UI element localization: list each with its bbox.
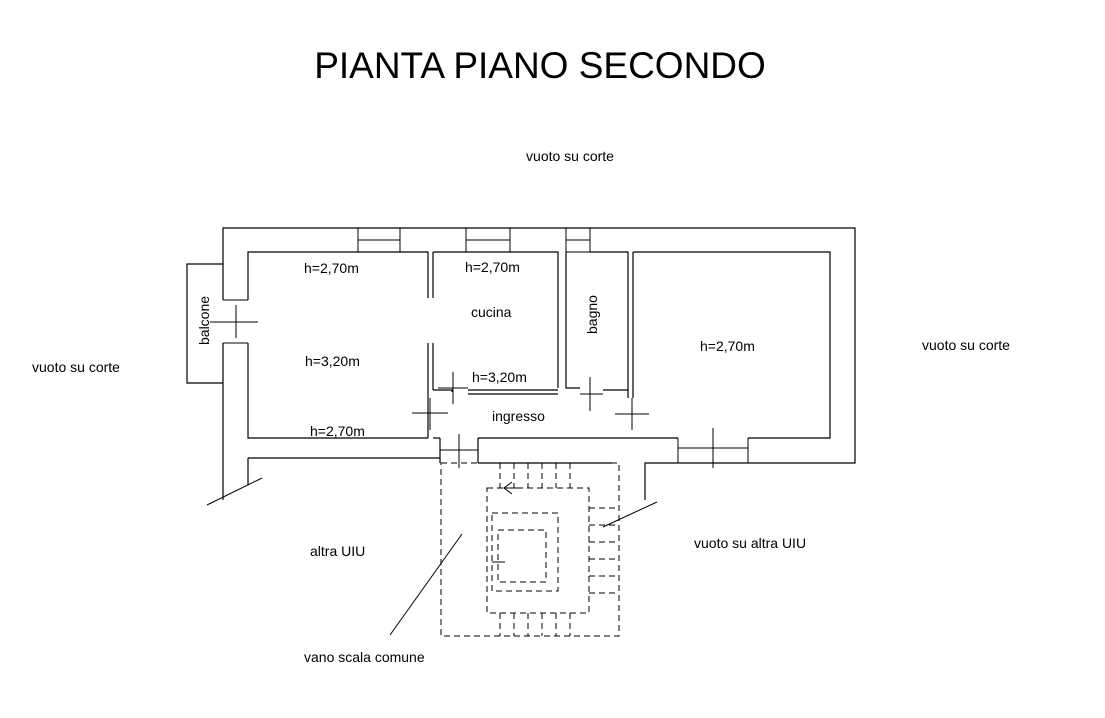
label-ingresso: ingresso xyxy=(492,408,545,424)
label-h-room-left-top: h=2,70m xyxy=(304,260,359,276)
label-vuoto-altra-uiu: vuoto su altra UIU xyxy=(694,535,806,551)
label-h-room-right: h=2,70m xyxy=(700,338,755,354)
label-cucina: cucina xyxy=(471,304,512,320)
balcony: balcone xyxy=(186,263,258,384)
label-h-room-left-mid: h=3,20m xyxy=(305,353,360,369)
label-vuoto-top: vuoto su corte xyxy=(526,148,614,164)
staircase xyxy=(440,462,620,637)
label-h-kitchen: h=2,70m xyxy=(465,259,520,275)
interior-walls xyxy=(206,251,714,636)
label-vuoto-right: vuoto su corte xyxy=(922,337,1010,353)
exterior-walls xyxy=(222,227,856,500)
label-h-passage: h=3,20m xyxy=(472,369,527,385)
label-h-room-left-bottom: h=2,70m xyxy=(310,423,365,439)
label-vuoto-left: vuoto su corte xyxy=(32,359,120,375)
label-vano-scala: vano scala comune xyxy=(304,649,425,665)
plan-title: PIANTA PIANO SECONDO xyxy=(314,45,766,86)
label-bagno: bagno xyxy=(584,295,600,334)
label-altra-uiu: altra UIU xyxy=(310,543,365,559)
label-balcone: balcone xyxy=(196,296,212,345)
